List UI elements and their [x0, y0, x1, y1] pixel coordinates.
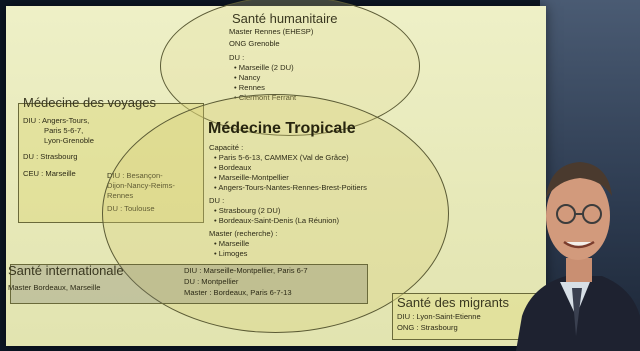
- presenter-figure: [516, 162, 640, 351]
- tropicale-master-list: Marseille Limoges: [214, 239, 249, 259]
- sante-humanitaire-title: Santé humanitaire: [232, 11, 338, 26]
- list-item: Angers-Tours-Nantes-Rennes-Brest-Poitier…: [214, 183, 367, 193]
- list-item: Rennes: [234, 83, 296, 93]
- medecine-voyages-ceu: CEU : Marseille: [23, 169, 76, 178]
- medecine-voyages-diu-cont1: Paris 5-6-7,: [44, 126, 84, 135]
- list-item: Marseille (2 DU): [234, 63, 296, 73]
- medecine-voyages-diu: DIU : Angers-Tours,: [23, 116, 90, 125]
- medecine-voyages-diu-cont2: Lyon-Grenoble: [44, 136, 94, 145]
- internationale-overlap-master: Master : Bordeaux, Paris 6-7-13: [184, 288, 292, 297]
- list-item: Strasbourg (2 DU): [214, 206, 339, 216]
- sante-internationale-title: Santé internationale: [8, 263, 124, 278]
- list-item: Bordeaux: [214, 163, 367, 173]
- tropicale-capacite-label: Capacité :: [209, 143, 244, 152]
- list-item: Marseille-Montpellier: [214, 173, 367, 183]
- medecine-voyages-du: DU : Strasbourg: [23, 152, 78, 161]
- sante-migrants-title: Santé des migrants: [397, 295, 510, 310]
- tropicale-du-label: DU :: [209, 196, 225, 205]
- sante-internationale-master: Master Bordeaux, Marseille: [8, 283, 101, 292]
- list-item: Limoges: [214, 249, 249, 259]
- sante-migrants-diu: DIU : Lyon-Saint-Etienne: [397, 312, 481, 321]
- sante-humanitaire-master: Master Rennes (EHESP): [229, 27, 314, 36]
- sante-migrants-box: [392, 293, 540, 340]
- list-item: Marseille: [214, 239, 249, 249]
- internationale-overlap-diu: DIU : Marseille-Montpellier, Paris 6-7: [184, 266, 308, 275]
- internationale-overlap-du: DU : Montpellier: [184, 277, 239, 286]
- sante-humanitaire-ong: ONG Grenoble: [229, 39, 280, 48]
- tropicale-du-list: Strasbourg (2 DU) Bordeaux-Saint-Denis (…: [214, 206, 339, 226]
- medecine-tropicale-title: Médecine Tropicale: [208, 120, 356, 137]
- sante-humanitaire-du-label: DU :: [229, 53, 245, 62]
- tropicale-capacite-list: Paris 5-6-13, CAMMEX (Val de Grâce) Bord…: [214, 153, 367, 193]
- list-item: Nancy: [234, 73, 296, 83]
- sante-migrants-ong: ONG : Strasbourg: [397, 323, 458, 332]
- sante-internationale-box: [10, 264, 368, 304]
- list-item: Bordeaux-Saint-Denis (La Réunion): [214, 216, 339, 226]
- medecine-voyages-title: Médecine des voyages: [23, 95, 156, 110]
- projected-slide: Santé humanitaire Master Rennes (EHESP) …: [6, 0, 546, 346]
- tropicale-master-label: Master (recherche) :: [209, 229, 278, 238]
- list-item: Paris 5-6-13, CAMMEX (Val de Grâce): [214, 153, 367, 163]
